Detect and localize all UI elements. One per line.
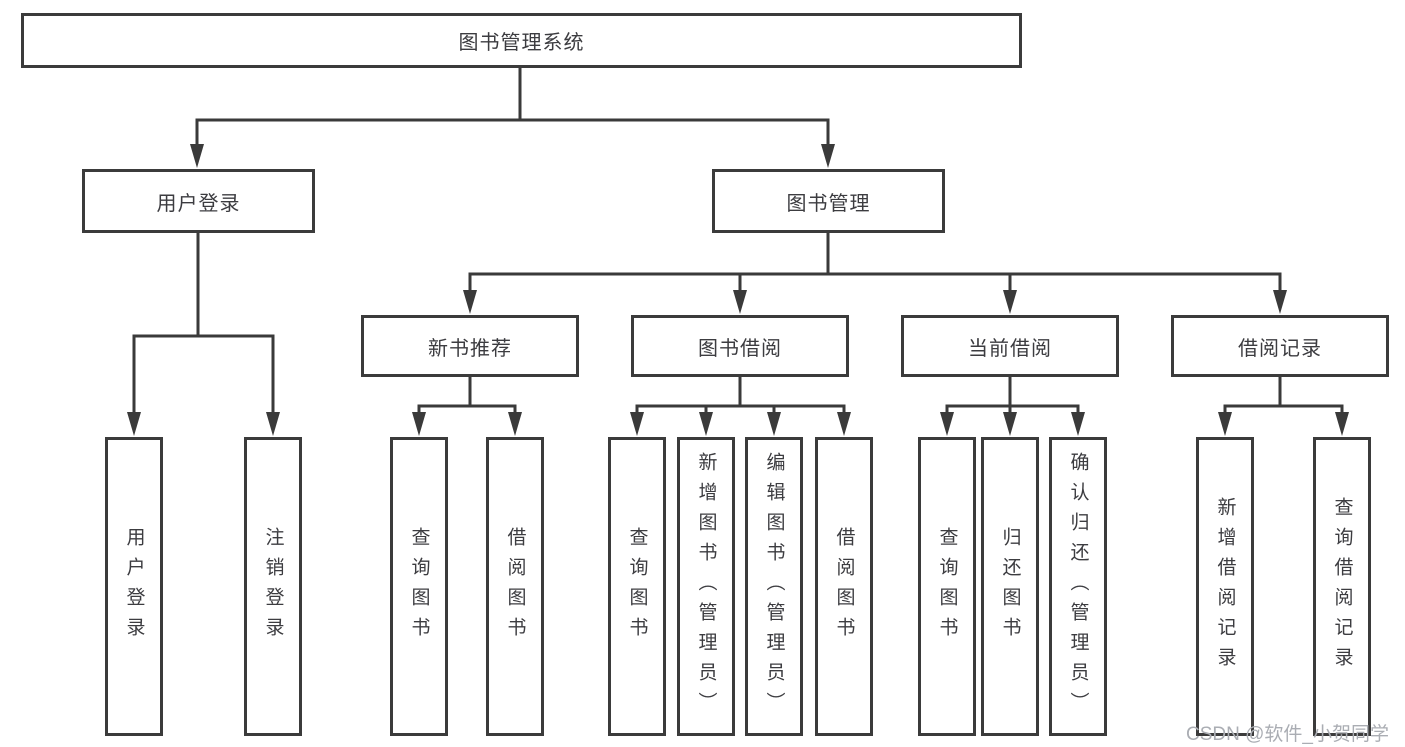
- leaf-logout-login: 注销登录: [244, 437, 302, 736]
- leaf-label: 借阅图书: [504, 526, 526, 647]
- leaf-add-borrow-record: 新增借阅记录: [1196, 437, 1254, 736]
- leaf-current-query-books: 查询图书: [918, 437, 976, 736]
- leaf-label: 归还图书: [999, 526, 1021, 647]
- leaf-add-book-admin: 新增图书（管理员）: [677, 437, 735, 736]
- connector-recommendation-to-leaves: [412, 377, 522, 436]
- node-label: 借阅记录: [1238, 337, 1322, 360]
- leaf-label: 查询借阅记录: [1331, 496, 1353, 677]
- node-label: 图书管理系统: [458, 32, 585, 54]
- leaf-label: 查询图书: [626, 526, 648, 647]
- leaf-user-login: 用户登录: [105, 437, 163, 736]
- connector-records-to-leaves: [1218, 377, 1349, 436]
- node-label: 当前借阅: [968, 337, 1052, 360]
- leaf-label: 用户登录: [123, 526, 145, 647]
- node-label: 图书借阅: [698, 337, 782, 360]
- node-label: 图书管理: [786, 192, 871, 215]
- connector-borrowing-to-leaves: [630, 377, 851, 436]
- csdn-watermark: CSDN @软件_小贺同学: [1186, 724, 1389, 745]
- node-label: 新书推荐: [428, 337, 512, 360]
- leaf-label: 借阅图书: [833, 526, 855, 647]
- node-book-management: 图书管理: [712, 169, 945, 233]
- leaf-recommend-borrow-books: 借阅图书: [486, 437, 544, 736]
- leaf-label: 确认归还（管理员）: [1067, 451, 1089, 722]
- leaf-edit-book-admin: 编辑图书（管理员）: [745, 437, 803, 736]
- leaf-confirm-return-admin: 确认归还（管理员）: [1049, 437, 1107, 736]
- leaf-label: 注销登录: [262, 526, 284, 647]
- leaf-recommend-query-books: 查询图书: [390, 437, 448, 736]
- leaf-label: 编辑图书（管理员）: [763, 451, 785, 722]
- node-new-book-recommendation: 新书推荐: [361, 315, 579, 377]
- node-label: 用户登录: [156, 192, 241, 215]
- node-book-borrowing: 图书借阅: [631, 315, 849, 377]
- connector-root-to-level2: [190, 68, 835, 168]
- node-current-borrowing: 当前借阅: [901, 315, 1119, 377]
- leaf-label: 新增图书（管理员）: [695, 451, 717, 722]
- node-borrowing-records: 借阅记录: [1171, 315, 1389, 377]
- leaf-label: 查询图书: [408, 526, 430, 647]
- node-user-login: 用户登录: [82, 169, 315, 233]
- connector-current-borrowing-to-leaves: [940, 377, 1085, 436]
- node-library-management-system: 图书管理系统: [21, 13, 1022, 68]
- leaf-borrowing-borrow-books: 借阅图书: [815, 437, 873, 736]
- connector-user-login-to-leaves: [127, 233, 280, 436]
- leaf-label: 新增借阅记录: [1214, 496, 1236, 677]
- connector-book-management-to-level3: [463, 233, 1287, 314]
- leaf-label: 查询图书: [936, 526, 958, 647]
- leaf-return-books: 归还图书: [981, 437, 1039, 736]
- leaf-borrowing-query-books: 查询图书: [608, 437, 666, 736]
- leaf-query-borrow-record: 查询借阅记录: [1313, 437, 1371, 736]
